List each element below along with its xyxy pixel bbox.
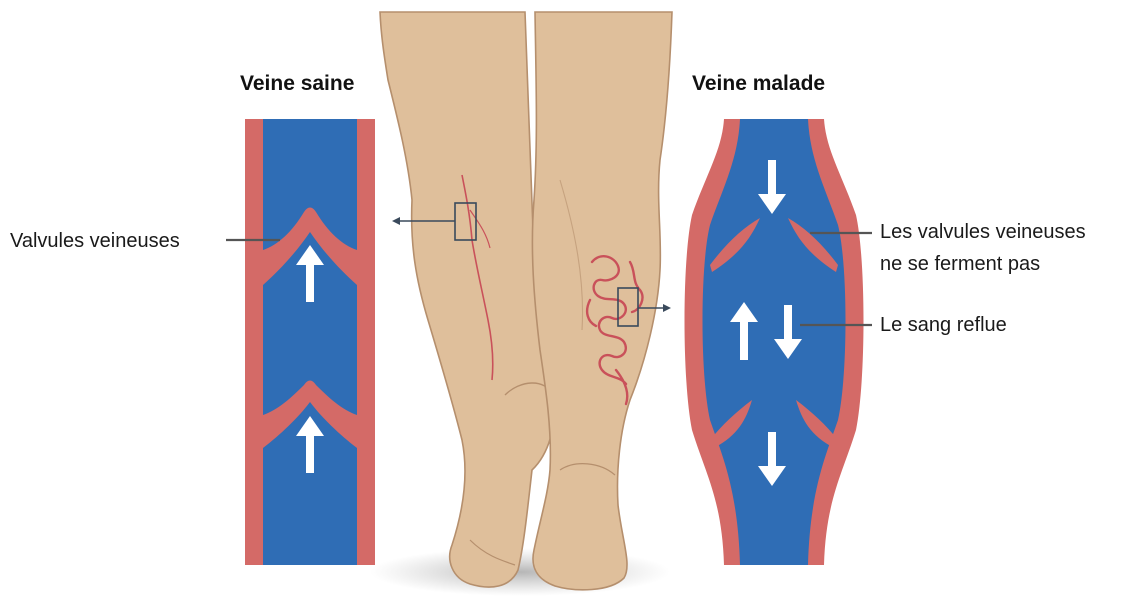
vein-wall-left: [245, 119, 263, 565]
reflux-label: Le sang reflue: [880, 311, 1007, 340]
blood-channel: [263, 119, 357, 565]
vein-wall-right: [357, 119, 375, 565]
valves-not-closing-label-line1: Les valvules veineuses: [880, 218, 1086, 247]
diseased-vein: [685, 119, 873, 565]
valves-not-closing-label-line2: ne se ferment pas: [880, 250, 1040, 279]
valves-label: Valvules veineuses: [10, 227, 180, 256]
left-leg: [380, 12, 554, 587]
healthy-vein: [226, 119, 375, 565]
legs-illustration: [370, 12, 672, 596]
right-leg: [532, 12, 672, 590]
diseased-vein-title: Veine malade: [692, 72, 825, 96]
healthy-vein-title: Veine saine: [240, 72, 354, 96]
